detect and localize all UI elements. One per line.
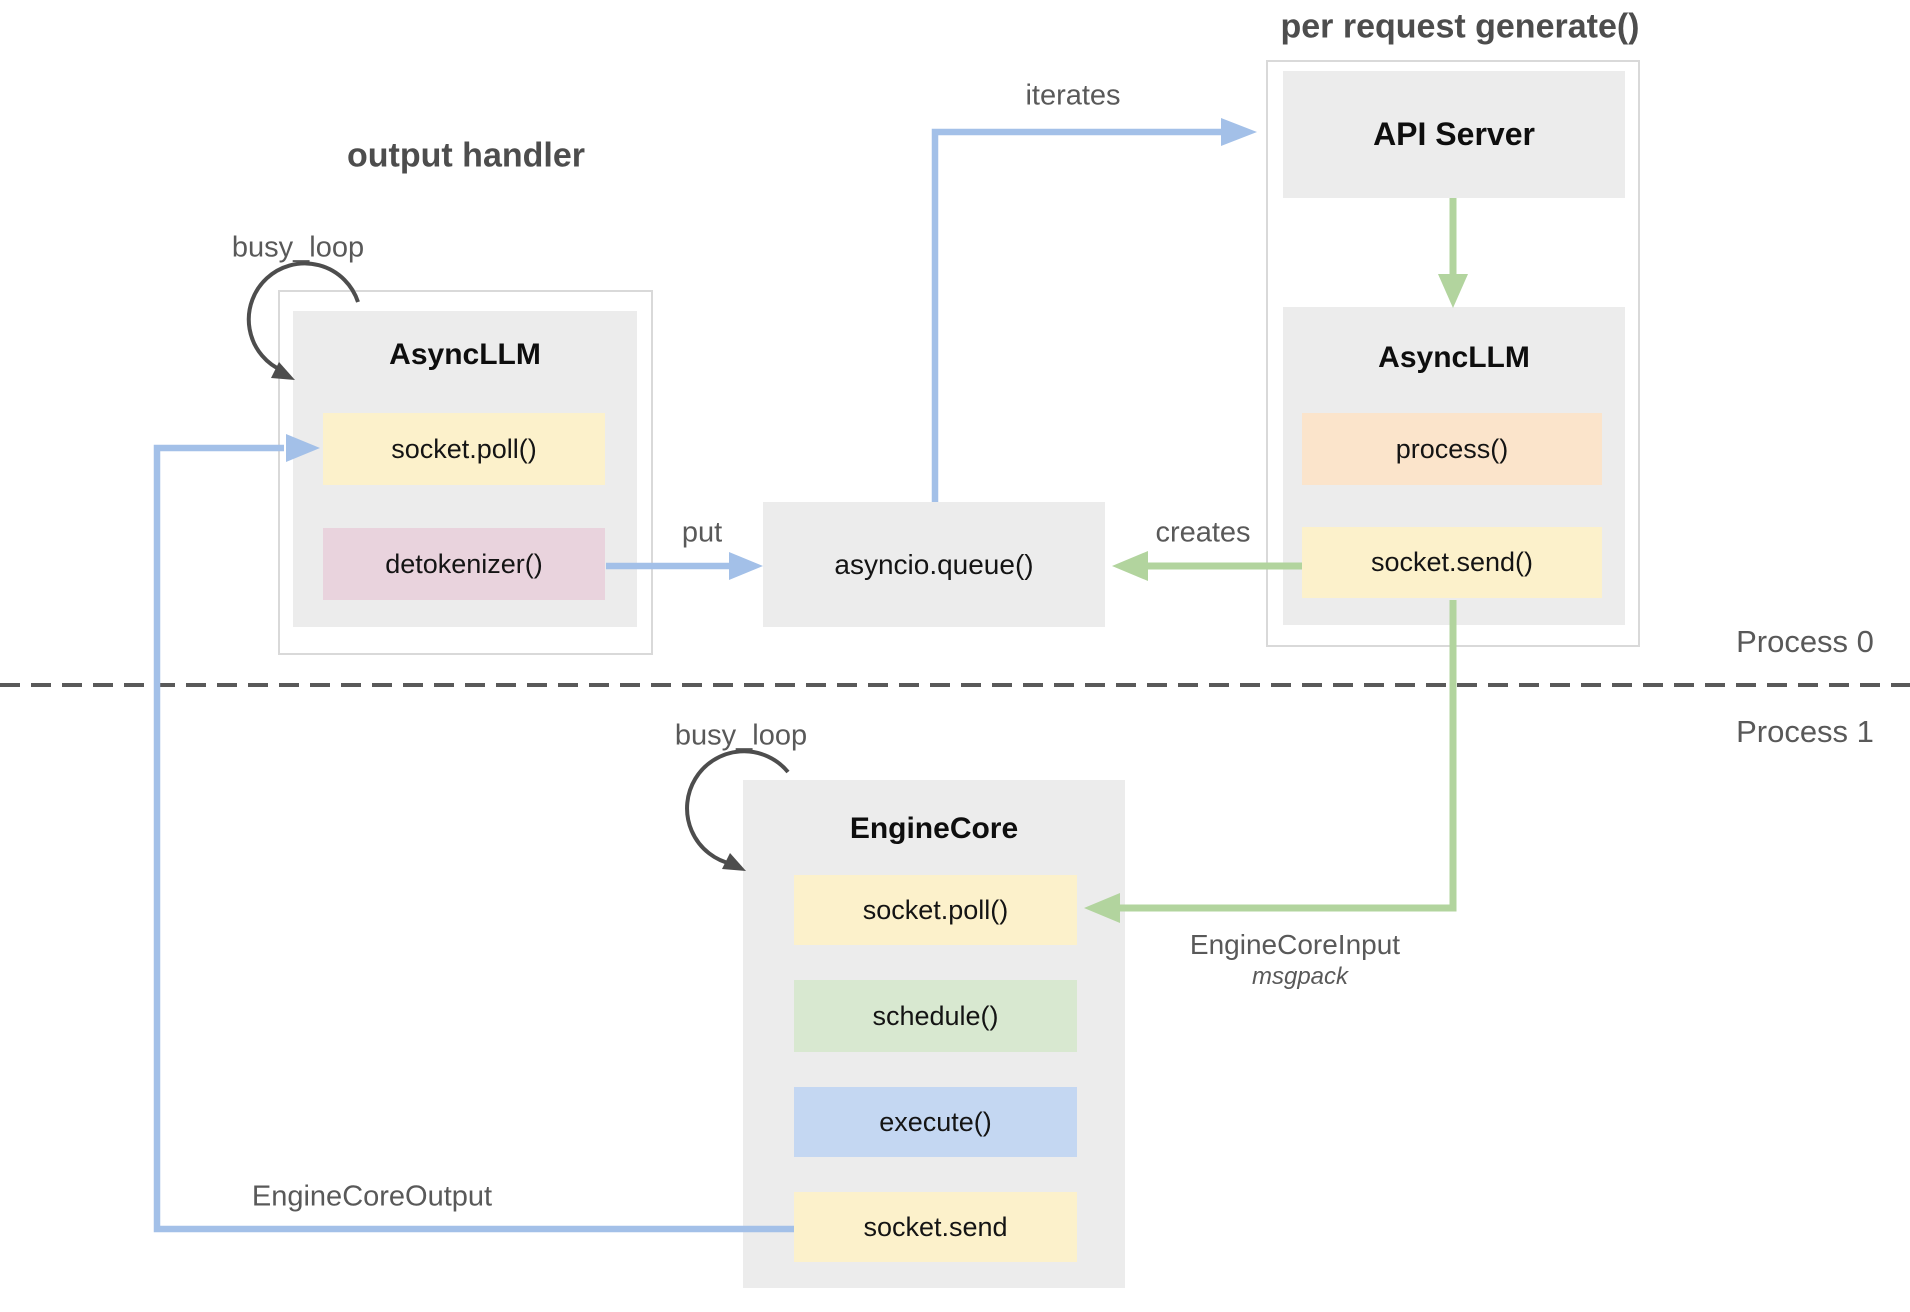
async-llm-left-socket-poll: socket.poll() [323,413,605,485]
busy-loop-left-label: busy_loop [231,231,365,264]
iterates-arrow-line [931,128,1221,502]
put-arrow-head [729,552,763,580]
async-llm-left-detokenizer: detokenizer() [323,528,605,600]
creates-arrow-head [1112,551,1148,581]
async-llm-left-title: AsyncLLM [389,338,541,371]
put-label: put [681,516,723,549]
iterates-arrow-head [1221,118,1257,146]
creates-label: creates [1155,516,1251,549]
asyncio-queue-panel: asyncio.queue() [763,502,1105,627]
msgpack-label: msgpack [1251,963,1349,990]
engine-core-title: EngineCore [849,812,1019,845]
per-request-generate-title: per request generate() [1280,7,1640,46]
engine-core-input-label: EngineCoreInput [1189,929,1401,960]
iterates-label: iterates [1025,79,1121,112]
busy-loop-bottom-label: busy_loop [674,719,808,752]
engine-core-schedule: schedule() [794,980,1077,1052]
process-1-label: Process 1 [1736,714,1874,749]
api-server-title: API Server [1373,116,1535,152]
engine-core-socket-send: socket.send [794,1192,1077,1262]
api-server-panel: API Server [1283,71,1625,198]
engine-core-execute: execute() [794,1087,1077,1157]
process-0-label: Process 0 [1736,624,1874,659]
async-llm-right-socket-send: socket.send() [1302,527,1602,598]
engine-core-output-label: EngineCoreOutput [251,1180,493,1213]
async-llm-right-title: AsyncLLM [1378,341,1530,374]
asyncio-queue-title: asyncio.queue() [834,548,1034,580]
async-llm-right-process: process() [1302,413,1602,485]
output-handler-title: output handler [347,136,585,175]
engine-core-socket-poll: socket.poll() [794,875,1077,945]
